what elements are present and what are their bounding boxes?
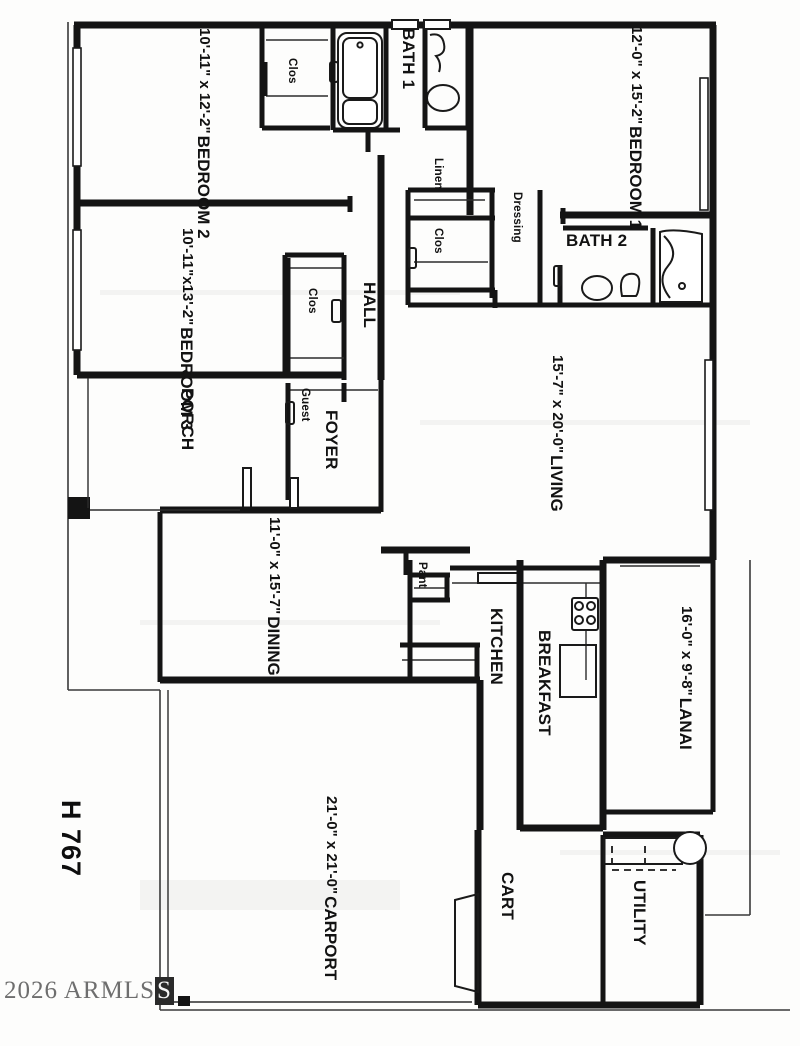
scan-artifact (140, 880, 400, 910)
linen-closet-label: Linen (432, 158, 444, 190)
scan-artifact (100, 290, 460, 295)
room-label-cart: CART (498, 872, 517, 921)
room-label-bath1: BATH 1 (399, 28, 418, 90)
room-dim-bedroom1: 12'-0" x 15'-2" (628, 26, 645, 125)
scan-artifact (420, 420, 750, 425)
room-name-carport: CARPORT (321, 896, 340, 981)
room-dim-bedroom3: 10'-11"x13'-2" (179, 228, 196, 326)
room-dim-bedroom2: 10'-11" x 12'-2" (196, 28, 213, 134)
room-label-porch: PORCH (178, 388, 197, 451)
room-name-dining: DINING (264, 616, 283, 676)
room-name-lanai: LANAI (676, 697, 695, 750)
scan-artifact (140, 620, 440, 625)
room-name-bedroom1: BEDROOM 1 (626, 126, 645, 230)
closet-label-guest: Clos (306, 288, 318, 314)
room-label-carport: CARPORT 21'-0" x 21'-0" (320, 796, 340, 980)
room-name-bedroom2: BEDROOM 2 (194, 135, 213, 239)
closet-label-master: Clos (432, 228, 444, 254)
room-dim-dining: 11'-0" x 15'-7" (266, 517, 283, 615)
guest-closet-label: Guest (299, 388, 311, 422)
closet-label-bedroom2: Clos (286, 58, 298, 84)
watermark-badge: S (155, 977, 174, 1005)
room-label-bedroom1: BEDROOM 1 12'-0" x 15'-2" (625, 26, 645, 229)
room-label-breakfast: BREAKFAST (535, 630, 554, 736)
room-label-living: LIVING 15'-7" x 20'-0" (546, 355, 566, 512)
room-label-dining: DINING 11'-0" x 15'-7" (263, 517, 283, 676)
room-label-lanai: LANAI 16'-0" x 9'-8" (675, 606, 695, 750)
room-dim-carport: 21'-0" x 21'-0" (323, 796, 340, 895)
room-label-bath2: BATH 2 (566, 231, 628, 250)
room-label-foyer: FOYER (322, 410, 341, 470)
dressing-area-label: Dressing (511, 192, 523, 243)
room-dim-lanai: 16'-0" x 9'-8" (678, 606, 695, 696)
scan-artifact (560, 850, 780, 855)
room-label-hall: HALL (360, 282, 379, 329)
plan-code-label: H 767 (56, 800, 86, 878)
room-label-bedroom2: BEDROOM 2 10'-11" x 12'-2" (193, 28, 213, 239)
room-name-living: LIVING (547, 455, 566, 512)
room-label-kitchen: KITCHEN (487, 608, 506, 685)
watermark-text: 2026 ARMLS (4, 977, 156, 1004)
room-dim-living: 15'-7" x 20'-0" (549, 355, 566, 454)
pantry-label: Pant (416, 562, 428, 588)
room-label-utility: UTILITY (630, 880, 649, 946)
armls-watermark: 2026 ARMLSS (4, 977, 174, 1005)
